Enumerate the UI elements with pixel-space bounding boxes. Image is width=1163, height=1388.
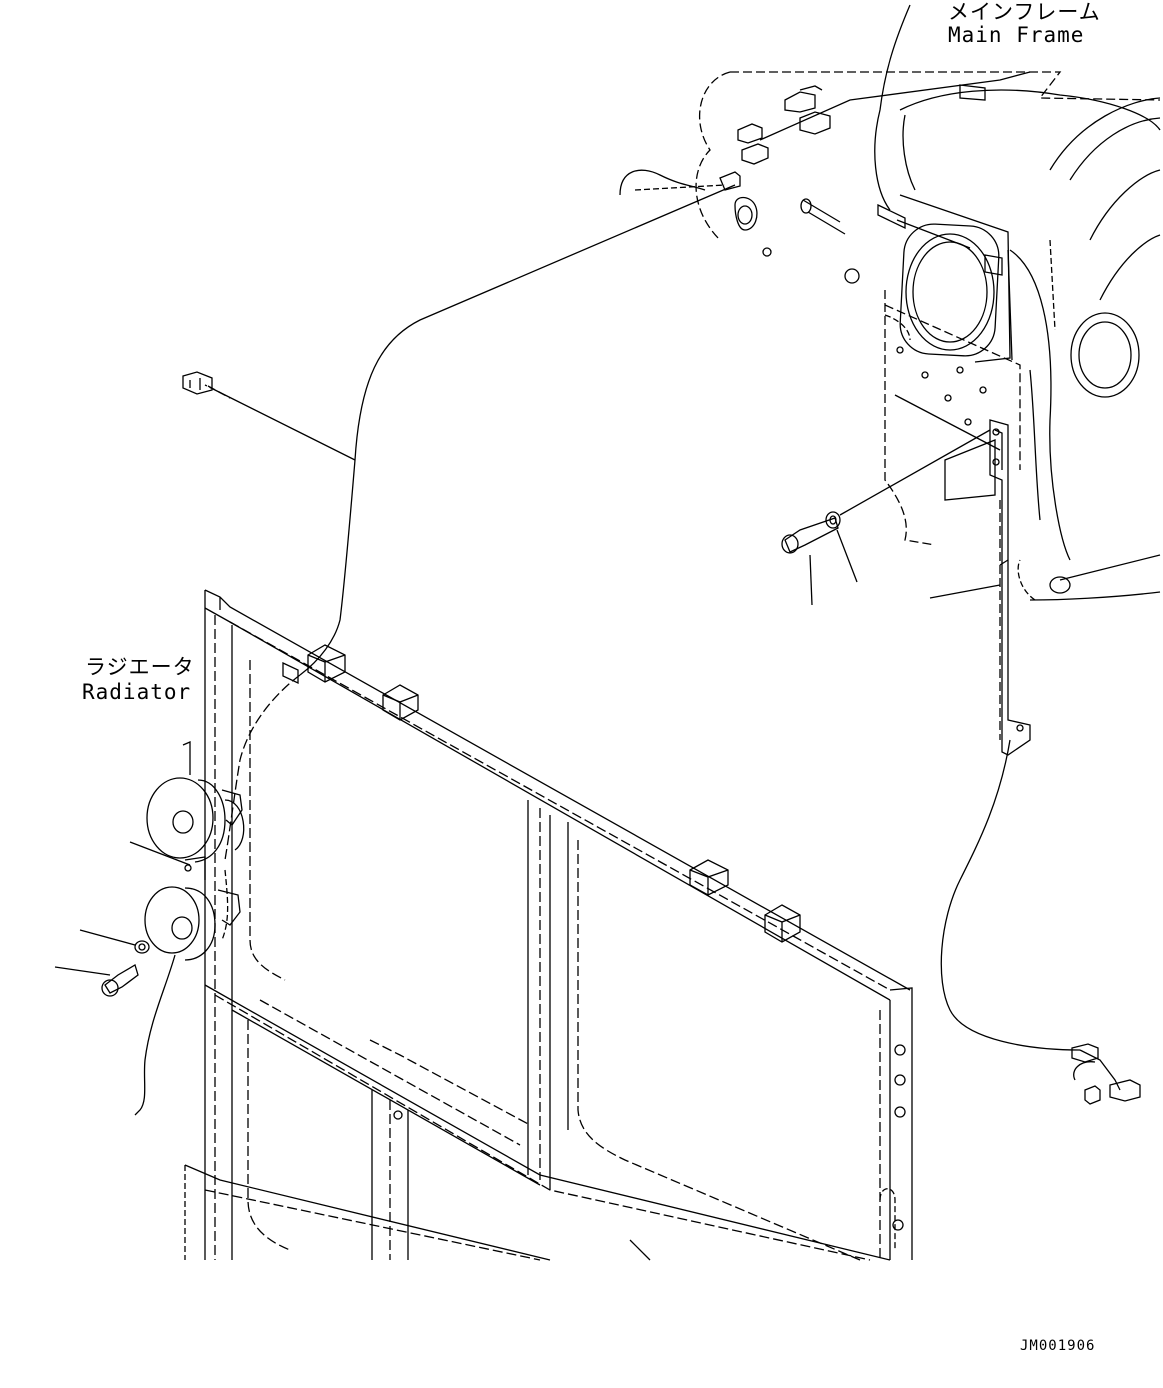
connector-left	[183, 372, 212, 394]
harness-upper	[205, 5, 1030, 675]
main-frame-label-en: Main Frame	[948, 23, 1085, 47]
drawing-code: JM001906	[1020, 1338, 1096, 1354]
radiator-label-jp: ラジエータ	[85, 655, 195, 679]
radiator-frame	[185, 590, 912, 1260]
bolt-washer-right	[782, 430, 1000, 605]
radiator-label-en: Radiator	[82, 680, 192, 704]
harness-lower	[222, 675, 300, 940]
frame-connectors	[720, 86, 830, 190]
bolt-washer-left	[55, 842, 190, 996]
horn-upper	[147, 742, 244, 862]
horn-lower	[135, 857, 240, 1115]
harness-bracket	[941, 420, 1140, 1104]
main-frame	[696, 72, 1160, 600]
main-frame-label-jp: メインフレーム	[948, 0, 1101, 24]
